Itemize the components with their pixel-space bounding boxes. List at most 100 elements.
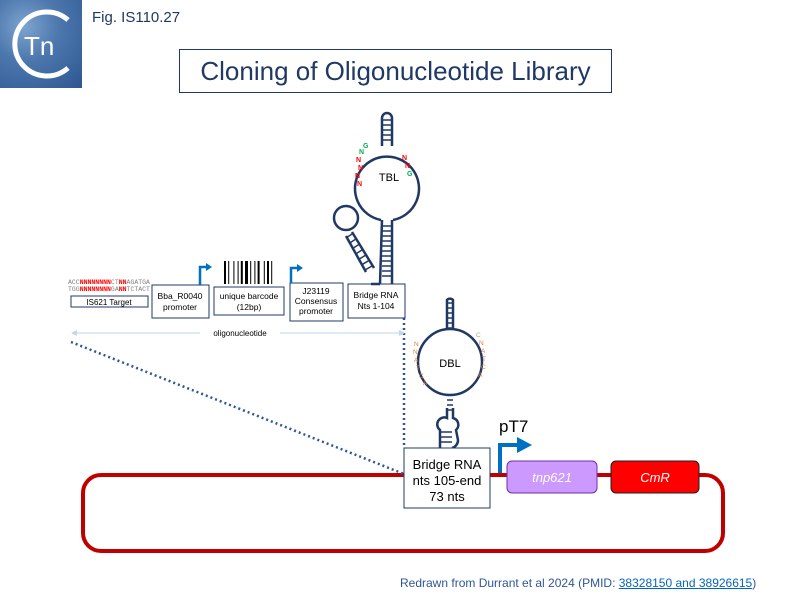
bba-promoter-arrow-stem bbox=[198, 265, 207, 285]
oligo-label: oligonucleotide bbox=[213, 329, 267, 338]
tbl-side-basepair-bar bbox=[358, 254, 366, 260]
svg-text:A: A bbox=[414, 357, 419, 364]
oligo-link-left bbox=[70, 340, 405, 476]
dbl-label: DBL bbox=[439, 358, 460, 370]
target-seq-top: ACCNNNNNNNNCTNNAGATGA bbox=[68, 279, 150, 286]
pmid-link-1[interactable]: 38328150 bbox=[618, 576, 673, 590]
barcode-box bbox=[213, 286, 285, 316]
bridge-rna-part1-label-1: Bridge RNA bbox=[354, 290, 399, 300]
tbl-structure bbox=[332, 111, 421, 286]
bba-promoter-label-2: promoter bbox=[163, 302, 197, 312]
svg-text:N: N bbox=[402, 155, 407, 162]
tbl-side-basepair-bar bbox=[355, 249, 363, 255]
tbl-basepair-bars bbox=[345, 119, 391, 277]
barcode-stripe bbox=[237, 261, 239, 284]
tnp621-gene bbox=[506, 460, 598, 494]
barcode-stripe bbox=[267, 261, 269, 284]
cmr-gene bbox=[610, 460, 700, 494]
barcode-stripe bbox=[233, 261, 235, 284]
tbl-side-basepair-bar bbox=[351, 244, 360, 250]
barcode-label-1: unique barcode bbox=[220, 291, 279, 301]
tbl-label: TBL bbox=[379, 172, 399, 184]
barcode-stripe bbox=[240, 261, 243, 284]
bridge-rna-part2-label-3: 73 nts bbox=[429, 489, 465, 504]
barcode-stripe bbox=[271, 261, 273, 284]
pt7-arrow-stem bbox=[498, 443, 518, 473]
dbl-basepair-bars bbox=[441, 302, 453, 443]
svg-text:C: C bbox=[476, 332, 481, 339]
credit-close: ) bbox=[752, 576, 757, 590]
is621-target-box bbox=[70, 295, 149, 308]
svg-text:N: N bbox=[414, 341, 419, 348]
svg-text:C: C bbox=[419, 373, 424, 380]
bba-promoter-box bbox=[151, 284, 210, 319]
target-seq-bottom: TGGNNNNNNNNGANNTCTACT bbox=[68, 286, 150, 293]
svg-text:N: N bbox=[413, 349, 418, 356]
svg-text:N: N bbox=[358, 165, 363, 172]
tbl-side-loop bbox=[332, 204, 360, 232]
barcode-stripe bbox=[224, 261, 226, 284]
tbl-side-basepair-bar bbox=[361, 260, 370, 266]
j23119-arrow-icon bbox=[297, 264, 303, 272]
credit-text: Redrawn from Durrant et al 2024 (PMID: bbox=[400, 576, 619, 590]
dbl-lower-stem-left bbox=[436, 408, 449, 448]
page-title: Cloning of Oligonucleotide Library bbox=[179, 49, 612, 93]
svg-text:N: N bbox=[405, 163, 410, 170]
bridge-rna-part2-box bbox=[403, 447, 491, 509]
bba-promoter-arrow-icon bbox=[206, 263, 212, 271]
svg-text:A: A bbox=[481, 348, 486, 355]
svg-text:N: N bbox=[355, 173, 360, 180]
barcode-stripe bbox=[245, 261, 248, 284]
bba-promoter-label-1: Bba_R0040 bbox=[158, 291, 203, 301]
tbl-colored-bases: NN NN NG NN G bbox=[355, 143, 413, 188]
svg-text:C: C bbox=[481, 364, 486, 371]
svg-text:G: G bbox=[363, 143, 369, 150]
pmid-link-2[interactable]: 38926615 bbox=[698, 576, 753, 590]
barcode-graphic bbox=[224, 261, 273, 284]
oligo-span-arrow-right bbox=[399, 330, 405, 336]
source-credit: Redrawn from Durrant et al 2024 (PMID: 3… bbox=[400, 576, 756, 590]
j23119-label-3: promoter bbox=[299, 306, 333, 316]
cmr-label: CmR bbox=[640, 470, 670, 485]
is621-target-label: IS621 Target bbox=[86, 298, 132, 307]
tn-logo-graphic: Tn bbox=[12, 9, 70, 79]
svg-text:N: N bbox=[359, 149, 364, 156]
barcode-stripe bbox=[250, 261, 252, 284]
tbl-top-hairpin bbox=[380, 111, 394, 146]
logo-c-arc bbox=[12, 9, 70, 79]
barcode-stripe bbox=[228, 261, 230, 284]
j23119-label-2: Consensus bbox=[295, 296, 338, 306]
tbl-stem-left bbox=[378, 219, 384, 285]
dbl-structure bbox=[416, 297, 484, 450]
logo-text: Tn bbox=[24, 31, 54, 61]
dbl-lower-stem-right bbox=[451, 408, 460, 450]
svg-text:G: G bbox=[407, 171, 413, 178]
svg-text:N: N bbox=[479, 340, 484, 347]
dbl-colored-bases: NNA TCA NAT CA C bbox=[413, 332, 486, 387]
pt7-label: pT7 bbox=[499, 417, 528, 436]
svg-text:A: A bbox=[478, 372, 483, 379]
barcode-stripe bbox=[263, 261, 265, 284]
bridge-rna-part1-label-2: Nts 1-104 bbox=[358, 301, 395, 311]
bridge-rna-part2-label-1: Bridge RNA bbox=[413, 457, 482, 472]
credit-and: and bbox=[672, 576, 699, 590]
tnp621-label: tnp621 bbox=[532, 470, 572, 485]
svg-text:T: T bbox=[416, 365, 420, 372]
svg-text:A: A bbox=[423, 380, 428, 387]
oligo-label-bg bbox=[200, 328, 280, 338]
svg-text:N: N bbox=[357, 181, 362, 188]
barcode-stripe bbox=[254, 261, 256, 284]
svg-text:T: T bbox=[482, 356, 486, 363]
tn-logo: Tn bbox=[0, 0, 82, 88]
tbl-loop bbox=[353, 155, 421, 222]
barcode-label-2: (12bp) bbox=[237, 302, 262, 312]
barcode-stripe bbox=[257, 261, 260, 284]
dbl-top-hairpin bbox=[445, 297, 455, 330]
tbl-side-basepair-bar bbox=[348, 238, 356, 244]
plasmid-backbone bbox=[81, 473, 725, 553]
bridge-rna-part2-label-2: nts 105-end bbox=[413, 473, 482, 488]
tbl-side-basepair-bar bbox=[345, 233, 353, 239]
tbl-side-basepair-bar bbox=[364, 265, 373, 271]
svg-text:N: N bbox=[356, 157, 361, 164]
